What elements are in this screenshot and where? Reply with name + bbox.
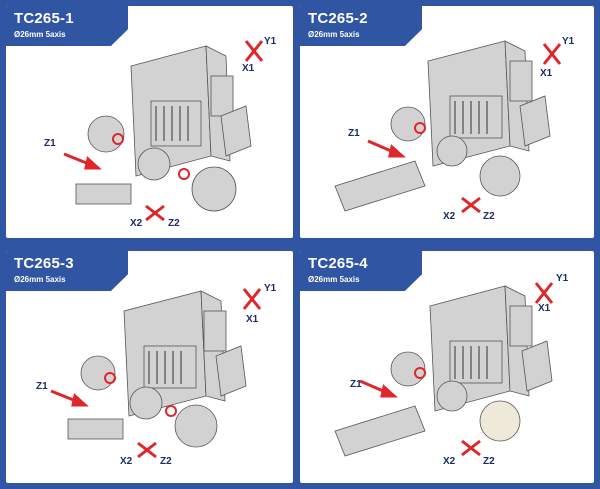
axis-label-z2: Z2 [483,456,495,467]
axis-label-z1: Z1 [350,379,362,390]
panel-subtitle: Ø26mm 5axis [308,30,360,39]
axis-label-x1: X1 [540,68,553,79]
panel-title: TC265-3 [14,255,74,272]
axis-label-z1: Z1 [44,138,56,149]
panel-tab: TC265-2 Ø26mm 5axis [300,6,422,46]
axis-label-y1: Y1 [264,283,277,294]
axis-label-z2: Z2 [160,456,172,467]
panel-title: TC265-4 [308,255,368,272]
axis-label-x1: X1 [242,63,255,74]
panel-tc265-1: TC265-1 Ø26mm 5axis [6,6,293,238]
panel-tc265-3: TC265-3 Ø26mm 5axis [6,251,293,483]
axis-label-y1: Y1 [264,36,277,47]
axis-label-x2: X2 [443,211,456,222]
axis-label-x2: X2 [443,456,456,467]
panel-tc265-2: TC265-2 Ø26mm 5axis [300,6,594,238]
panel-subtitle: Ø26mm 5axis [14,275,66,284]
panel-tab: TC265-4 Ø26mm 5axis [300,251,422,291]
machine-illustration [63,40,264,222]
axis-label-x1: X1 [246,314,259,325]
panel-title: TC265-1 [14,10,74,27]
panel-tc265-4: TC265-4 Ø26mm 5axis [300,251,594,483]
panel-subtitle: Ø26mm 5axis [14,30,66,39]
axis-label-y1: Y1 [556,273,569,284]
panel-title: TC265-2 [308,10,368,27]
panel-tab: TC265-3 Ø26mm 5axis [6,251,128,291]
machine-illustration [334,40,562,214]
axis-label-z2: Z2 [483,211,495,222]
axis-label-z2: Z2 [168,218,180,229]
panel-subtitle: Ø26mm 5axis [308,275,360,284]
machine-illustration [334,282,554,457]
axis-label-x1: X1 [538,303,551,314]
axis-label-y1: Y1 [562,36,575,47]
machine-illustration [50,288,262,459]
axis-label-x2: X2 [130,218,143,229]
axis-label-x2: X2 [120,456,133,467]
panel-tab: TC265-1 Ø26mm 5axis [6,6,128,46]
axis-label-z1: Z1 [36,381,48,392]
axis-label-z1: Z1 [348,128,360,139]
